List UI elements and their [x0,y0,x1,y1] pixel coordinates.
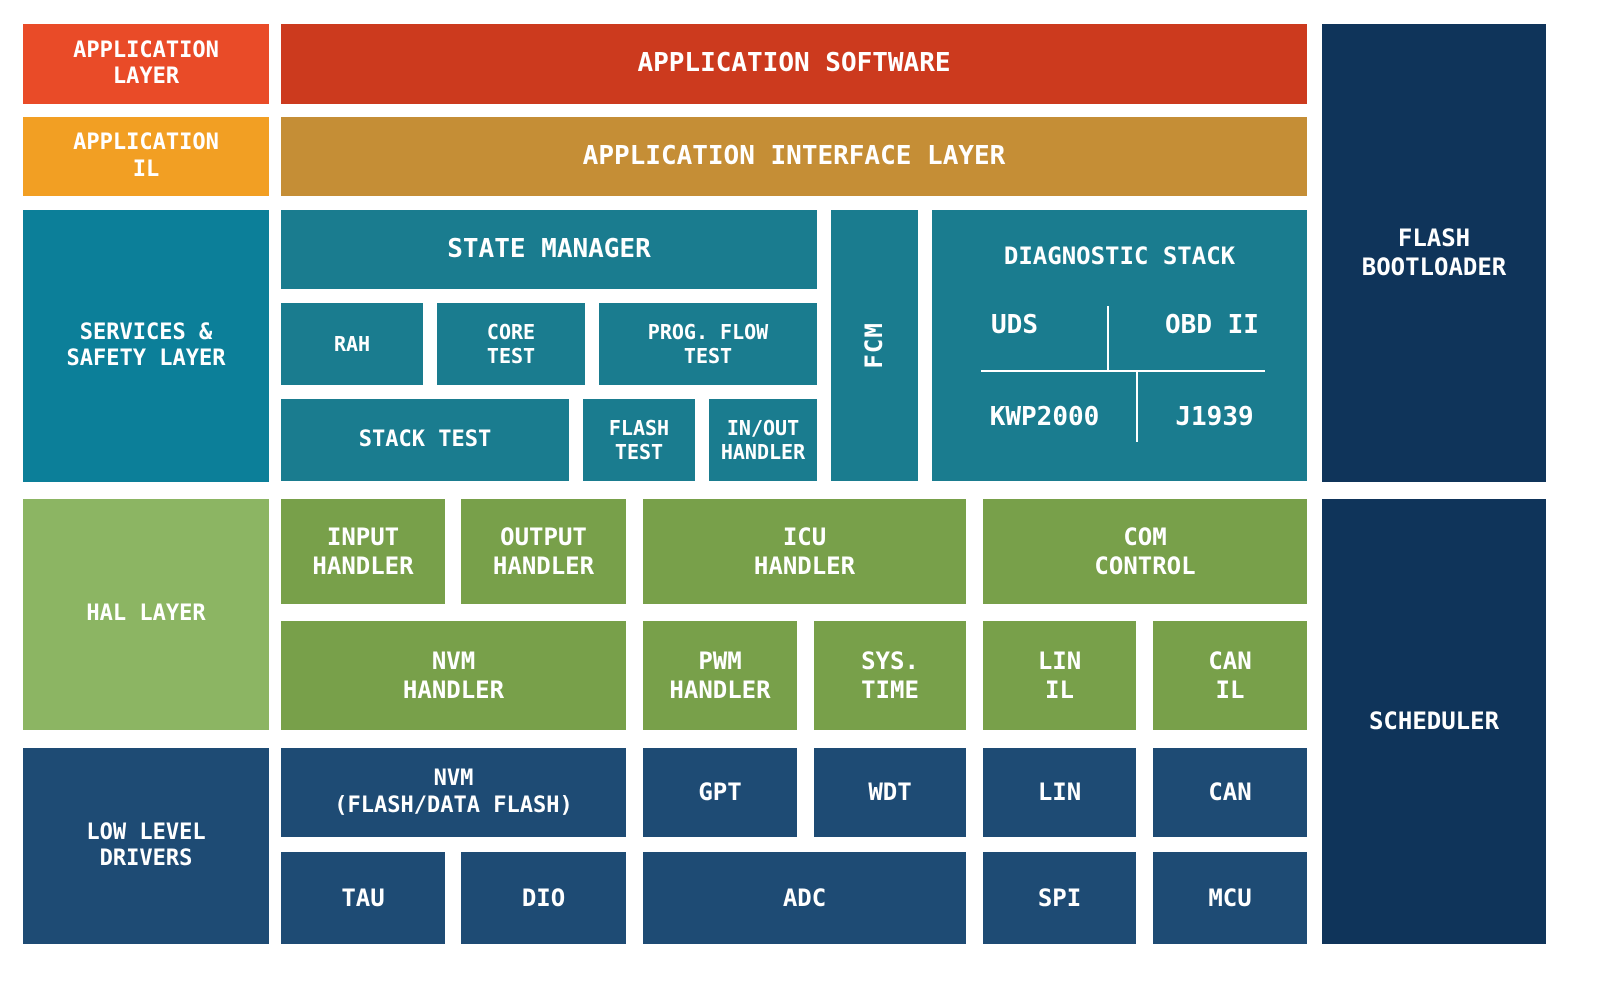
core-test-text: CORE TEST [486,320,536,368]
nvm-driver-block: NVM (FLASH/DATA FLASH) [281,748,626,837]
input-handler-text: INPUT HANDLER [312,522,414,580]
pwm-handler-text: PWM HANDLER [669,646,771,704]
state-manager-text: STATE MANAGER [447,233,651,264]
tau-text: TAU [341,883,385,912]
wdt-text: WDT [868,778,912,807]
rah-text: RAH [333,332,371,356]
dio-text: DIO [521,883,566,912]
wdt-block: WDT [814,748,966,837]
application-il-label: APPLICATION IL [23,117,269,196]
sys-time-text: SYS. TIME [861,646,919,704]
dio-block: DIO [461,852,626,944]
icu-handler-block: ICU HANDLER [643,499,966,604]
output-handler-block: OUTPUT HANDLER [461,499,626,604]
icu-handler-text: ICU HANDLER [753,522,856,580]
j1939-label: J1939 [1175,402,1254,433]
hal-layer-label: HAL LAYER [23,499,269,730]
can-il-text: CAN IL [1208,646,1252,704]
diagnostic-divider-horizontal [981,370,1265,372]
tau-block: TAU [281,852,445,944]
mcu-text: MCU [1208,883,1252,912]
flash-test-block: FLASH TEST [583,399,695,481]
pwm-handler-block: PWM HANDLER [643,621,797,730]
diagnostic-stack-title: DIAGNOSTIC STACK [1003,241,1236,270]
application-software-text: APPLICATION SOFTWARE [637,48,951,79]
application-layer-text: APPLICATION LAYER [73,37,219,89]
mcu-block: MCU [1153,852,1307,944]
diagnostic-divider-vertical-bottom [1136,372,1138,442]
nvm-handler-text: NVM HANDLER [402,646,505,704]
fcm-block: FCM [831,210,918,481]
adc-text: ADC [782,883,827,912]
prog-flow-test-text: PROG. FLOW TEST [647,320,769,368]
nvm-handler-block: NVM HANDLER [281,621,626,730]
flash-bootloader-block: FLASH BOOTLOADER [1322,24,1546,482]
nvm-driver-text: NVM (FLASH/DATA FLASH) [334,766,573,818]
kwp2000-label: KWP2000 [989,402,1100,433]
obd-ii-label: OBD II [1165,310,1259,341]
gpt-block: GPT [643,748,797,837]
sys-time-block: SYS. TIME [814,621,966,730]
services-safety-text: SERVICES & SAFETY LAYER [66,319,226,371]
lin-driver-text: LIN [1037,778,1082,807]
can-il-block: CAN IL [1153,621,1307,730]
diagnostic-stack-block: DIAGNOSTIC STACK UDS OBD II KWP2000 J193… [932,210,1307,481]
application-interface-layer-text: APPLICATION INTERFACE LAYER [582,140,1006,171]
scheduler-block: SCHEDULER [1322,499,1546,944]
flash-test-text: FLASH TEST [608,416,670,464]
application-software-block: APPLICATION SOFTWARE [281,24,1307,104]
prog-flow-test-block: PROG. FLOW TEST [599,303,817,385]
inout-handler-text: IN/OUT HANDLER [720,416,806,464]
low-level-drivers-text: LOW LEVEL DRIVERS [86,819,206,871]
state-manager-block: STATE MANAGER [281,210,817,289]
services-safety-layer-label: SERVICES & SAFETY LAYER [23,210,269,482]
application-layer-label: APPLICATION LAYER [23,24,269,104]
output-handler-text: OUTPUT HANDLER [492,522,595,580]
gpt-text: GPT [698,778,742,807]
scheduler-text: SCHEDULER [1368,707,1500,736]
fcm-text: FCM [860,322,889,369]
input-handler-block: INPUT HANDLER [281,499,445,604]
application-il-text: APPLICATION IL [73,130,219,182]
diagnostic-divider-vertical-top [1107,306,1109,370]
spi-text: SPI [1037,883,1082,912]
stack-test-text: STACK TEST [358,426,492,452]
can-driver-block: CAN [1153,748,1307,837]
hal-layer-text: HAL LAYER [86,601,206,627]
lin-il-text: LIN IL [1037,646,1082,704]
application-interface-layer-block: APPLICATION INTERFACE LAYER [281,117,1307,196]
spi-block: SPI [983,852,1136,944]
uds-label: UDS [991,310,1038,341]
low-level-drivers-label: LOW LEVEL DRIVERS [23,748,269,944]
rah-block: RAH [281,303,423,385]
inout-handler-block: IN/OUT HANDLER [709,399,817,481]
com-control-text: COM CONTROL [1094,522,1196,580]
com-control-block: COM CONTROL [983,499,1307,604]
can-driver-text: CAN [1208,778,1252,807]
lin-il-block: LIN IL [983,621,1136,730]
lin-driver-block: LIN [983,748,1136,837]
stack-test-block: STACK TEST [281,399,569,481]
adc-block: ADC [643,852,966,944]
core-test-block: CORE TEST [437,303,585,385]
flash-bootloader-text: FLASH BOOTLOADER [1361,224,1507,281]
